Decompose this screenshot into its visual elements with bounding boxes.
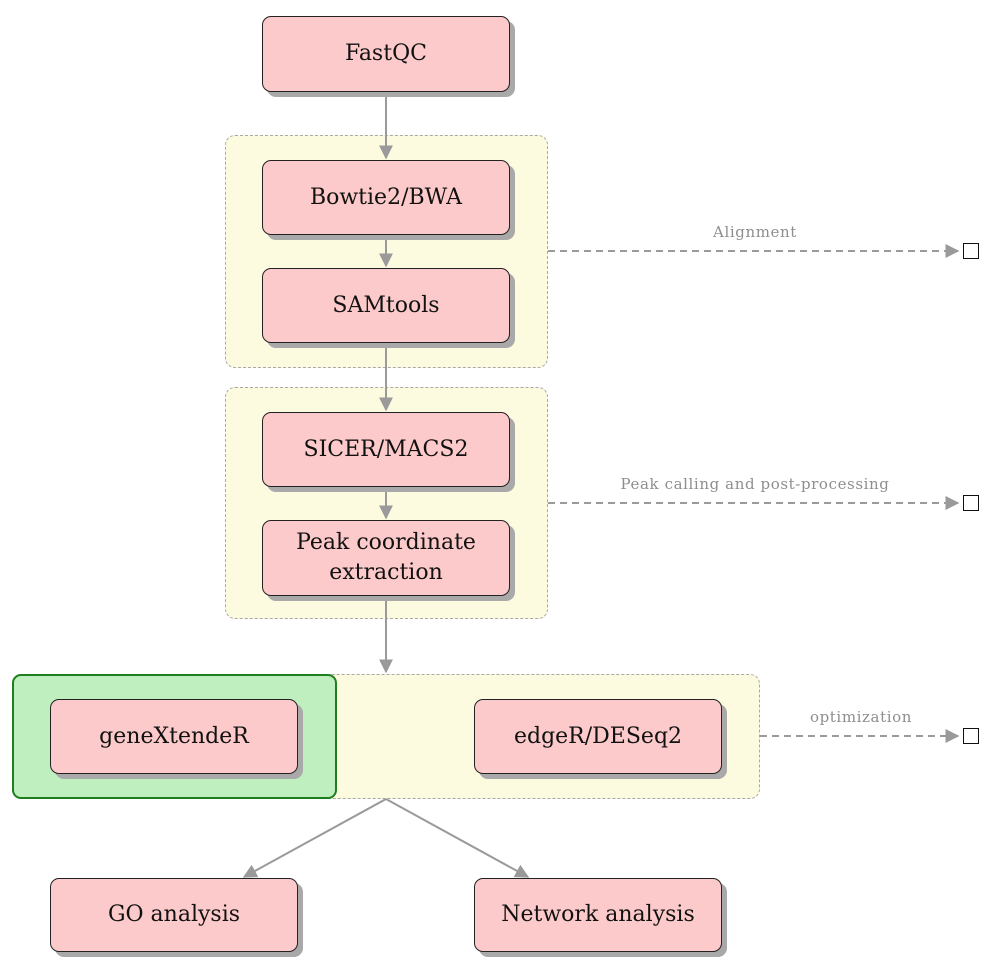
alignment-output-square: [963, 243, 979, 259]
fastqc-label: FastQC: [345, 41, 427, 66]
bowtie-label: Bowtie2/BWA: [309, 184, 463, 210]
samtools-label: SAMtools: [332, 292, 440, 318]
sicer-label: SICER/MACS2: [303, 436, 469, 462]
peak-calling-stage-label: Peak calling and post-processing: [620, 475, 890, 493]
genextender-node: geneXtendeR: [50, 699, 298, 774]
sicer-node: SICER/MACS2: [262, 412, 510, 487]
fastqc-node: FastQC: [262, 16, 510, 92]
genextender-label: geneXtendeR: [99, 723, 249, 749]
peak-extraction-node: Peak coordinate extraction: [262, 520, 510, 596]
samtools-node: SAMtools: [262, 268, 510, 343]
go-analysis-label: GO analysis: [107, 902, 241, 927]
network-analysis-label: Network analysis: [501, 902, 695, 927]
edger-label: edgeR/DESeq2: [513, 723, 683, 749]
alignment-stage-label: Alignment: [713, 223, 797, 241]
arrow-to-go-analysis: [242, 798, 387, 878]
bowtie-node: Bowtie2/BWA: [262, 160, 510, 235]
optimization-stage-label: optimization: [809, 708, 913, 726]
network-analysis-node: Network analysis: [474, 878, 722, 952]
peak-calling-output-square: [963, 495, 979, 511]
edger-node: edgeR/DESeq2: [474, 699, 722, 774]
peak-extraction-label-line1: Peak coordinate: [296, 530, 476, 555]
go-analysis-node: GO analysis: [50, 878, 298, 952]
arrow-to-network-analysis: [385, 798, 530, 878]
peak-extraction-label-line2: extraction: [329, 560, 443, 585]
optimization-output-square: [963, 728, 979, 744]
